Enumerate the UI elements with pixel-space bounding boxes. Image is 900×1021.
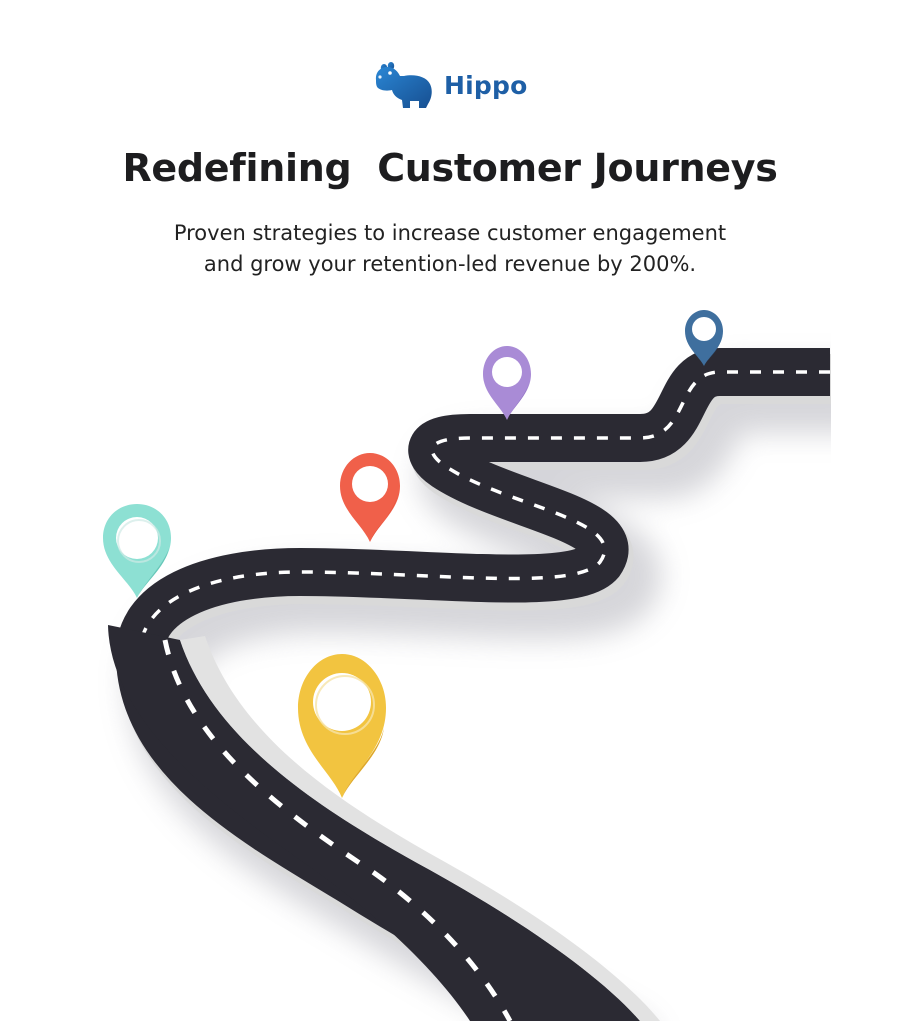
road-foreground-dashes [162,639,513,1021]
brand-name: Hippo [444,70,528,100]
page-title: Redefining Customer Journeys [122,146,778,190]
map-pin-red [340,453,400,542]
map-pin-blue [685,310,723,366]
brand-header[interactable]: Hippo [374,60,527,110]
map-pin-yellow [298,654,386,798]
subtitle-line-2: and grow your retention-led revenue by 2… [203,252,697,276]
hippo-logo-icon [375,62,432,108]
road-lane-dashes [138,370,830,1021]
road-foreground [108,625,640,1021]
map-pin-purple [483,346,531,420]
subtitle-line-1: Proven strategies to increase customer e… [173,221,727,245]
page-subtitle: Proven strategies to increase customer e… [0,218,900,280]
map-pin-teal [103,504,171,598]
road-foreground-edge [180,636,660,1021]
